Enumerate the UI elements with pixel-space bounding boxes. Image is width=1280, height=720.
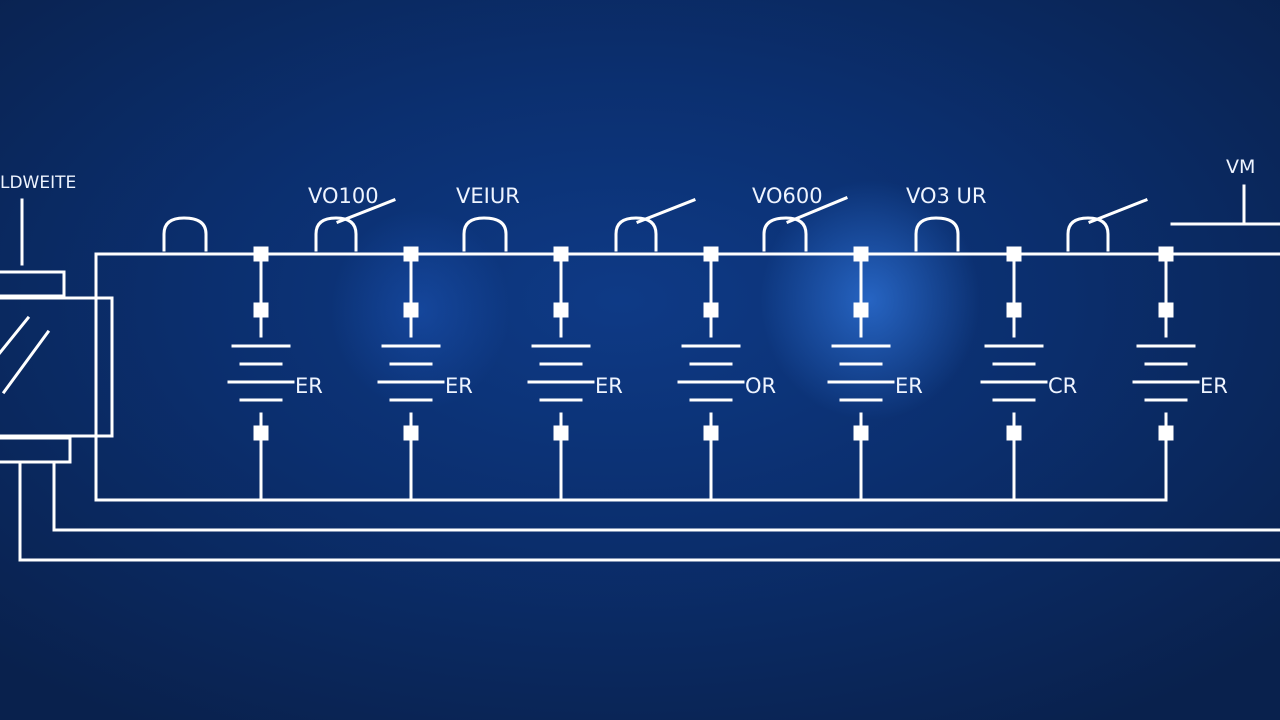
source-device	[0, 198, 114, 464]
cell-label: OR	[745, 374, 776, 398]
cell-branch	[980, 246, 1048, 502]
cell-branches	[227, 246, 1200, 502]
cell-labels: ER ER ER OR ER CR ER	[295, 374, 1228, 398]
cell-label: ER	[895, 374, 923, 398]
cell-label: ER	[595, 374, 623, 398]
cell-label: CR	[1048, 374, 1077, 398]
cell-branch	[827, 246, 895, 502]
cell-branch	[377, 246, 445, 502]
top-switches	[162, 196, 1148, 252]
cell-label: ER	[1200, 374, 1228, 398]
cell-label: ER	[445, 374, 473, 398]
top-label-4: VO3 UR	[906, 184, 987, 208]
cell-branch	[1132, 246, 1200, 502]
bus-lines	[18, 252, 1280, 562]
meter-label: VM	[1226, 156, 1255, 178]
top-label-3: VO600	[752, 184, 823, 208]
meter-connection	[1170, 184, 1280, 226]
top-label-1: VO100	[308, 184, 379, 208]
cell-branch	[227, 246, 295, 502]
top-label-2: VEIUR	[456, 184, 520, 208]
source-label: LDWEITE	[0, 173, 76, 193]
cell-branch	[677, 246, 745, 502]
cell-label: ER	[295, 374, 323, 398]
cell-branch	[527, 246, 595, 502]
